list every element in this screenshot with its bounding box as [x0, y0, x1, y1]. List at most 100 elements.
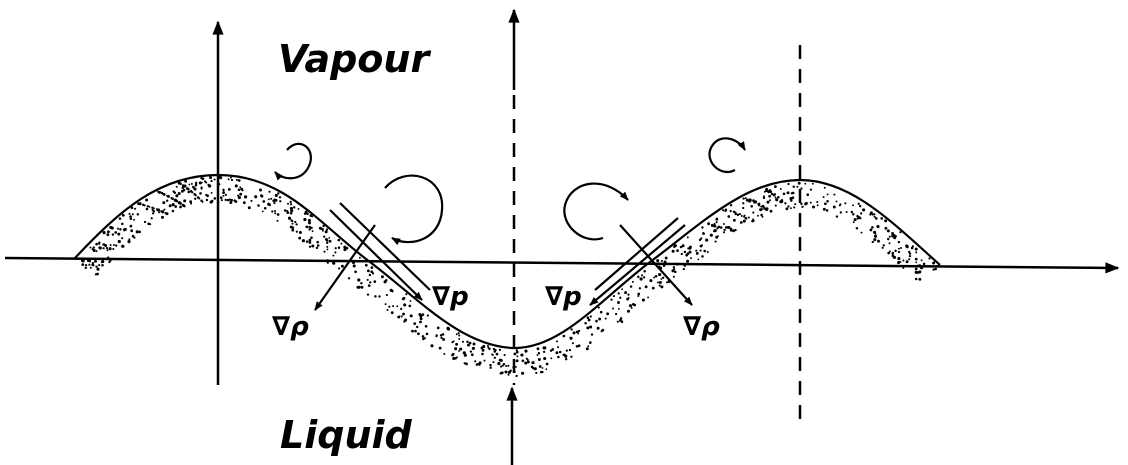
stipple-dot: [545, 368, 547, 370]
stipple-dot: [785, 207, 788, 210]
stipple-dot: [570, 337, 573, 340]
stipple-dot: [760, 206, 762, 208]
stipple-dot: [288, 217, 291, 220]
stipple-dot: [787, 191, 790, 194]
stipple-dot: [122, 245, 124, 247]
stipple-dot: [85, 267, 87, 269]
stipple-dot: [804, 183, 806, 185]
stipple-dot: [205, 182, 207, 184]
stipple-dot: [136, 230, 139, 233]
stipple-dot: [439, 347, 442, 350]
stipple-dot: [222, 191, 225, 194]
stipple-dot: [727, 215, 730, 218]
stipple-dot: [774, 185, 777, 188]
stipple-dot: [262, 211, 264, 213]
stipple-dot: [919, 272, 921, 274]
stipple-dot: [703, 233, 705, 235]
stipple-dot: [619, 297, 621, 299]
stipple-dot: [132, 213, 134, 215]
stipple-dot: [413, 322, 416, 325]
stipple-dot: [112, 233, 114, 235]
stipple-dot: [804, 203, 807, 206]
stipple-dot: [889, 236, 891, 238]
stipple-dot: [587, 345, 589, 347]
stipple-dot: [586, 326, 589, 329]
stipple-dot: [705, 239, 708, 242]
stipple-dot: [716, 221, 718, 223]
stipple-dot: [844, 202, 846, 204]
stipple-dot: [98, 264, 100, 266]
stipple-dot: [833, 194, 835, 196]
stipple-dot: [284, 209, 287, 212]
stipple-dot: [121, 237, 123, 239]
stipple-dot: [172, 203, 175, 206]
stipple-dot: [587, 316, 590, 319]
stipple-dot: [513, 352, 516, 355]
stipple-dot: [570, 328, 572, 330]
stipple-dot: [89, 247, 91, 249]
stipple-dot: [145, 199, 148, 202]
stipple-dot: [538, 352, 540, 354]
stipple-dot: [420, 317, 423, 320]
stipple-dot: [666, 281, 668, 283]
stipple-dot: [887, 238, 889, 240]
stipple-dot: [570, 356, 572, 358]
stipple-dot: [860, 212, 862, 214]
stipple-dot: [685, 254, 688, 257]
stipple-dot: [631, 307, 633, 309]
stipple-dot: [714, 223, 716, 225]
stipple-dot: [600, 311, 603, 314]
stipple-dot: [367, 279, 369, 281]
stipple-dot: [681, 253, 683, 255]
stipple-dot: [722, 209, 724, 211]
stipple-dot: [225, 194, 227, 196]
stipple-dot: [723, 229, 725, 231]
stipple-dot: [358, 286, 361, 289]
stipple-dot: [119, 217, 122, 220]
stipple-dot: [378, 295, 380, 297]
stipple-dot: [452, 353, 455, 356]
stipple-dot: [499, 349, 501, 351]
stipple-dot: [826, 200, 829, 203]
stipple-dot: [915, 251, 917, 253]
stipple-dot: [487, 345, 489, 347]
stipple-dot: [784, 202, 786, 204]
stipple-dot: [618, 292, 620, 294]
stipple-dot: [796, 186, 798, 188]
stipple-dot: [471, 353, 474, 356]
stipple-dot: [673, 276, 675, 278]
stipple-dot: [740, 221, 743, 224]
stipple-dot: [531, 366, 534, 369]
stipple-dot: [743, 216, 745, 218]
horizontal-axis: [5, 258, 1118, 268]
stipple-dot: [637, 276, 639, 278]
stipple-dot: [317, 244, 320, 247]
stipple-dot: [839, 204, 841, 206]
stipple-dot: [909, 252, 911, 254]
stipple-dot: [662, 277, 664, 279]
stipple-dot: [229, 201, 232, 204]
stipple-dot: [133, 237, 135, 239]
stipple-dot: [627, 310, 630, 313]
stipple-dot: [598, 318, 601, 321]
stipple-dot: [112, 248, 114, 250]
stipple-dot: [430, 344, 433, 347]
stipple-dot: [484, 360, 486, 362]
stipple-dot: [323, 251, 325, 253]
stipple-dot: [701, 226, 703, 228]
stipple-dot: [732, 229, 735, 232]
stipple-dot: [787, 205, 789, 207]
stipple-dot: [672, 250, 675, 253]
stipple-dot: [326, 246, 328, 248]
stipple-dot: [716, 227, 718, 229]
stipple-dot: [94, 260, 97, 263]
stipple-dot: [228, 188, 231, 191]
stipple-dot: [257, 204, 260, 207]
stipple-dot: [435, 335, 437, 337]
stipple-dot: [158, 191, 161, 194]
stipple-dot: [812, 183, 814, 185]
stipple-dot: [92, 262, 94, 264]
stipple-dot: [909, 255, 911, 257]
stipple-dot: [588, 319, 591, 322]
stipple-dot: [214, 178, 216, 180]
